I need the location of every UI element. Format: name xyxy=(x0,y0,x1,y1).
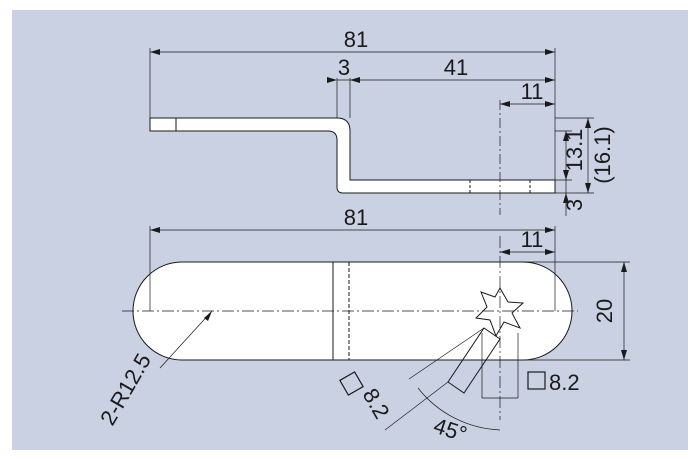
plan-view xyxy=(122,226,630,431)
square-symbol-icon xyxy=(339,371,364,396)
arrowhead xyxy=(350,77,360,83)
side-height-label: 13.1 xyxy=(562,129,587,172)
arrowhead xyxy=(563,170,569,180)
side-overall-length-label: 81 xyxy=(344,27,368,52)
side-height-ref-label: (16.1) xyxy=(590,126,615,183)
side-thickness-label: 3 xyxy=(562,199,587,211)
square-symbol-icon xyxy=(527,371,546,390)
arrowhead xyxy=(585,183,591,193)
plan-overall-length-label: 81 xyxy=(344,205,368,230)
angle-arc xyxy=(417,387,501,431)
arrowhead xyxy=(500,101,510,107)
arrowhead xyxy=(204,311,212,321)
arrowhead xyxy=(545,77,555,83)
side-bent-length-label: 41 xyxy=(444,55,468,80)
arrowhead xyxy=(621,262,627,272)
arrowhead xyxy=(500,249,510,255)
arrowheads xyxy=(150,49,627,360)
leader-line xyxy=(384,381,449,431)
side-view-bracket xyxy=(149,117,556,194)
arrowhead xyxy=(621,350,627,360)
leader-line xyxy=(408,327,485,380)
arrowhead xyxy=(150,49,160,55)
side-hole-to-end-label: 11 xyxy=(521,79,544,104)
side-offset-label: 3 xyxy=(338,55,350,80)
arrowhead xyxy=(327,77,337,83)
arrowhead xyxy=(545,49,555,55)
arrowhead xyxy=(563,193,569,203)
radius-leader xyxy=(159,310,213,369)
arrowhead xyxy=(150,227,160,233)
plan-width-label: 20 xyxy=(592,299,617,323)
arrowhead xyxy=(545,249,555,255)
arrowhead xyxy=(545,101,555,107)
square-hole-rotated-leader xyxy=(447,327,501,394)
arrowhead xyxy=(585,118,591,128)
plan-hole-to-end-label: 11 xyxy=(521,227,544,252)
plan-square-hole-b-label: 8.2 xyxy=(549,370,580,395)
square-symbols xyxy=(339,371,546,396)
arrowhead xyxy=(545,227,555,233)
arrowhead xyxy=(563,131,569,141)
